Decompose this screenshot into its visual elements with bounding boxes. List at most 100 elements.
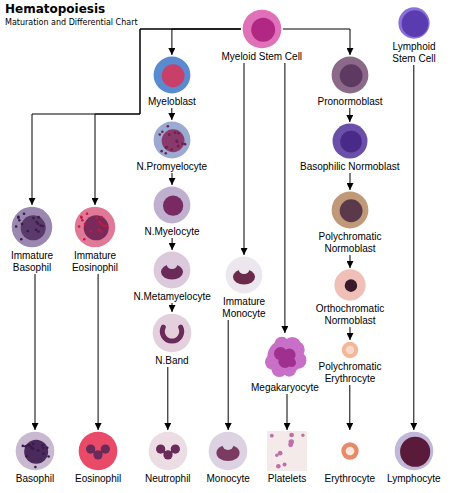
- cell-label: Orthochromatic Normoblast: [309, 303, 391, 327]
- cell-granule: [177, 145, 180, 148]
- cell-pallor: [345, 447, 354, 456]
- cell-granule: [42, 452, 45, 455]
- cell-granule: [181, 142, 184, 145]
- cell-label: N.Band: [155, 355, 188, 367]
- cell-cytoplasm: [342, 342, 359, 359]
- cell-granule: [37, 230, 40, 233]
- cell-nucleus: [400, 437, 430, 467]
- cell-nucleus: [251, 18, 275, 42]
- cell-illustration: [152, 55, 192, 95]
- cell-granule: [177, 132, 180, 135]
- platelet-dot: [289, 433, 294, 438]
- cell-nucleus: [340, 64, 363, 87]
- platelet-dot: [276, 464, 281, 469]
- cell-granule: [80, 216, 83, 219]
- cell-illustration: [330, 190, 370, 230]
- connector-arrow: [350, 327, 351, 340]
- cell-pallor: [346, 346, 354, 354]
- cell-node: Eosinophil: [75, 430, 121, 485]
- cell-granule: [26, 230, 29, 233]
- cell-label: Basophilic Normoblast: [300, 161, 400, 173]
- cell-granule: [170, 148, 173, 151]
- cell-cytoplasm: [332, 124, 367, 159]
- cell-granule: [83, 238, 86, 241]
- cell-illustration: [14, 430, 56, 472]
- cell-cytoplasm: [226, 257, 263, 294]
- cell-illustration: [151, 312, 193, 354]
- cell-granule: [46, 447, 49, 450]
- cell-granule: [35, 221, 38, 224]
- connector-arrow: [287, 394, 288, 430]
- cell-cytoplasm: [148, 432, 187, 471]
- cell-node: Polychromatic Normoblast: [309, 190, 391, 255]
- cell-label: N.Metamyelocyte: [134, 291, 211, 303]
- cell-granule: [184, 143, 187, 146]
- cell-node: Lymphoid Stem Cell: [384, 6, 444, 65]
- cell-illustration: [329, 430, 371, 472]
- cell-label: Immature Eosinophil: [65, 250, 125, 274]
- cell-illustration: [266, 430, 308, 472]
- chart-title: Hematopoiesis: [5, 2, 105, 16]
- cell-nucleus: [93, 450, 102, 459]
- cell-nucleus: [163, 450, 172, 459]
- cell-node: N.Metamyelocyte: [134, 250, 211, 303]
- cell-granule: [17, 216, 20, 219]
- cell-nucleus: [163, 196, 183, 216]
- cell-cytoplasm: [154, 252, 191, 289]
- cell-label: Myeloid Stem Cell: [222, 51, 303, 63]
- cell-granule: [32, 217, 35, 220]
- cell-granule: [47, 455, 50, 458]
- cell-node: N.Myelocyte: [145, 185, 200, 238]
- cell-granule: [42, 225, 45, 228]
- cell-granule: [41, 444, 44, 447]
- cell-illustration: [152, 250, 192, 290]
- connector-arrow: [349, 108, 350, 122]
- connector-arrow: [350, 255, 351, 268]
- cell-illustration: [241, 8, 283, 50]
- cell-label: Lymphoid Stem Cell: [384, 41, 444, 65]
- cell-granule: [100, 216, 103, 219]
- cell-node: Lymphocyte: [387, 430, 441, 485]
- cell-nucleus: [24, 440, 48, 464]
- cell-nucleus: [162, 64, 185, 87]
- cell-granule: [98, 229, 101, 232]
- cell-granule: [23, 212, 26, 215]
- cell-cytoplasm: [153, 122, 190, 159]
- cell-granule: [89, 230, 92, 233]
- cell-granule: [25, 455, 28, 458]
- cell-granule: [22, 445, 25, 448]
- nucleus-notch: [167, 258, 178, 269]
- cell-granule: [42, 447, 45, 450]
- cell-illustration: [333, 268, 367, 302]
- cell-granule: [39, 224, 42, 227]
- cell-granule: [20, 238, 23, 241]
- cell-illustration: [147, 430, 189, 472]
- cell-node: Pronormoblast: [318, 55, 383, 108]
- cell-label: Polychromatic Normoblast: [309, 231, 391, 255]
- cell-nucleus: [161, 129, 184, 152]
- cell-node: Neutrophil: [145, 430, 191, 485]
- cell-label: Basophil: [16, 473, 54, 485]
- platelet-dot: [270, 434, 274, 438]
- cell-label: Pronormoblast: [318, 96, 383, 108]
- cell-label: N.Promyelocyte: [137, 161, 208, 173]
- cell-cytoplasm: [341, 442, 358, 459]
- cell-cytoplasm: [154, 57, 191, 94]
- cell-node: Immature Monocyte: [214, 255, 274, 320]
- cell-illustration: [330, 55, 370, 95]
- cell-node: Erythrocyte: [325, 430, 376, 485]
- connector-arrow: [284, 63, 285, 333]
- cell-nucleus: [402, 10, 429, 37]
- cell-granule: [24, 445, 27, 448]
- cell-ground: [267, 431, 307, 471]
- cell-granule: [105, 225, 108, 228]
- connector-arrow: [350, 173, 351, 190]
- cell-node: Orthochromatic Normoblast: [309, 268, 391, 327]
- cell-illustration: [152, 120, 192, 160]
- cell-illustration: [152, 185, 192, 225]
- cell-nucleus: [340, 131, 362, 153]
- connector-arrow: [172, 303, 173, 312]
- cell-granule: [102, 224, 105, 227]
- cell-granule: [174, 131, 177, 134]
